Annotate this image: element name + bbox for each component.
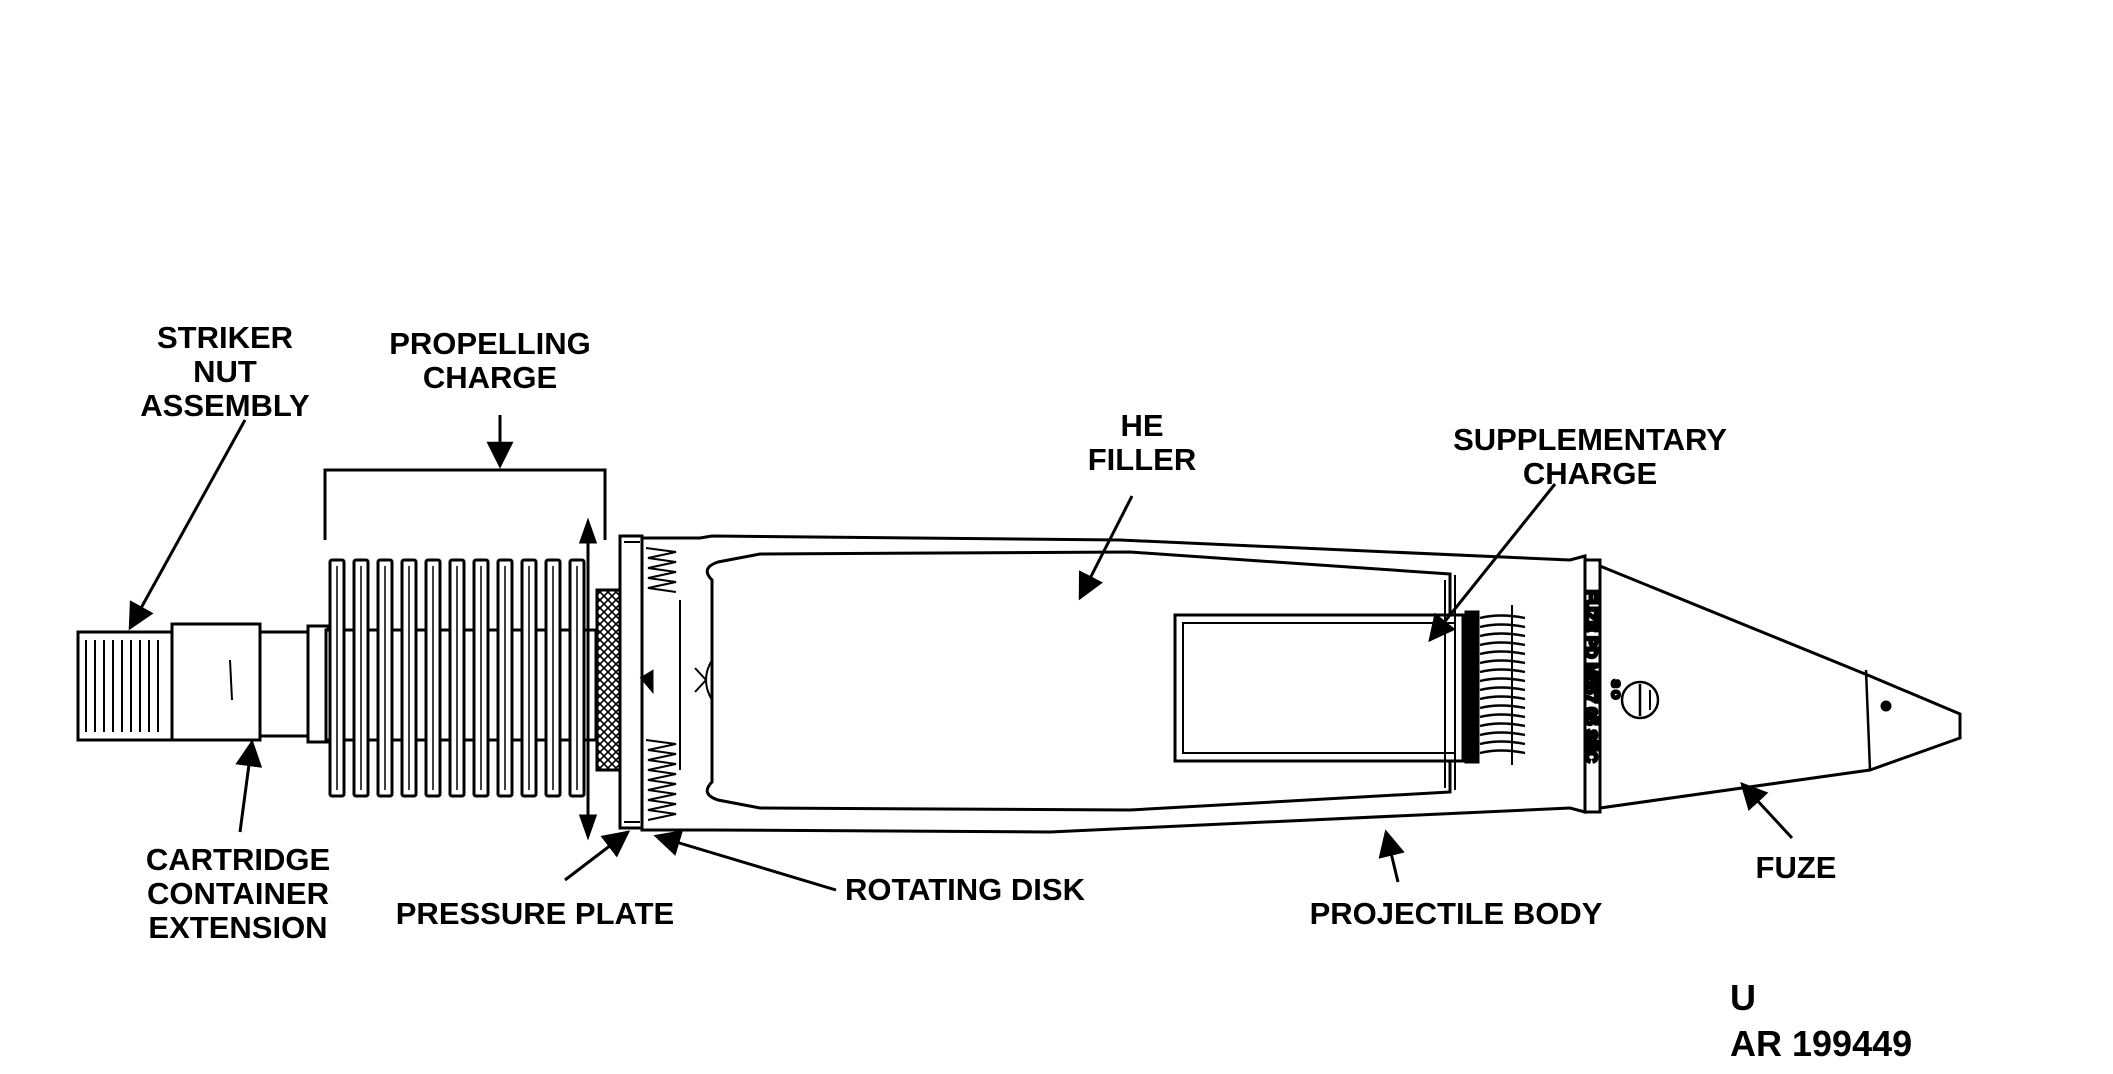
supplementary-charge [1173,613,1465,763]
label-fuze: FUZE [1756,850,1837,885]
arrow-he-filler [1078,495,1134,601]
fuze-setting-dial [1620,680,1660,720]
label-projectile-body: PROJECTILE BODY [1310,896,1603,931]
fuze-band-marking: FUZE PD M557 05 SEC [1582,590,1599,763]
label-supplementary-charge-line1: SUPPLEMENTARY [1453,422,1727,457]
striker-knurled-nut [76,630,174,742]
arrow-fuze [1740,782,1794,840]
callout-labels: STRIKER NUT ASSEMBLY PROPELLING CHARGE H… [140,320,1836,945]
leader-lines [128,415,1794,892]
thread-line [1479,686,1526,692]
thread-line [1479,704,1526,710]
thread-line [1479,722,1526,728]
label-rotating-disk: ROTATING DISK [845,872,1086,907]
reference-code: U AR 199449 [1730,977,1912,1064]
fuze-band [1583,558,1602,814]
he-filler-cavity [705,550,1452,812]
thread-line [1479,632,1526,638]
label-propelling-charge-line1: PROPELLING [389,326,591,361]
base-threads [645,547,677,821]
rotating-disk [618,534,644,830]
striker-nut-assembly [76,622,330,744]
thread-line [1479,695,1526,701]
fuze-small-marking: S O [1609,680,1621,699]
propelling-charge-bracket [323,468,607,540]
thread-line [1479,650,1526,656]
label-striker-nut-line3: ASSEMBLY [140,388,310,423]
thread-line [1479,641,1526,647]
label-he-filler-line2: FILLER [1088,442,1197,477]
thread-line [1479,731,1526,737]
propelling-charge [324,558,598,798]
label-propelling-charge-line2: CHARGE [423,360,557,395]
thread-line [1479,668,1526,674]
arrow-projectile-body [1378,829,1405,883]
thread-line [1479,740,1526,746]
label-cartridge-extension-line1: CARTRIDGE [146,842,330,877]
thread-line [1479,677,1526,683]
arrow-pressure-plate [564,830,631,882]
label-he-filler-line1: HE [1120,408,1163,443]
label-striker-nut-line1: STRIKER [157,320,293,355]
label-cartridge-extension-line3: EXTENSION [148,910,327,945]
reference-number: AR 199449 [1730,1023,1912,1064]
thread-line [1479,659,1526,665]
thread-line [1479,713,1526,719]
thread-line [1479,623,1526,629]
fuze-threads [1479,614,1526,755]
fuze: FUZE PD M557 05 SEC S O [1581,558,1962,814]
cartridge-container-extension [170,622,262,742]
classification-mark: U [1730,977,1756,1018]
label-cartridge-extension-line2: CONTAINER [147,876,329,911]
projectile-body [639,534,1587,834]
label-striker-nut-line2: NUT [193,354,257,389]
arrow-striker-nut [128,419,247,631]
thread-line [1479,749,1526,755]
label-pressure-plate: PRESSURE PLATE [396,896,674,931]
extension-neck [258,630,310,738]
thread-line [1479,614,1526,620]
propelling-charge-increments [328,558,586,798]
label-supplementary-charge-line2: CHARGE [1523,456,1657,491]
arrow-cartridge-extension [235,739,263,833]
arrow-rotating-disk [653,830,837,892]
striker-knurling [85,640,159,732]
arrow-supplementary-charge [1428,483,1557,643]
pressure-plate-assembly [578,517,644,841]
